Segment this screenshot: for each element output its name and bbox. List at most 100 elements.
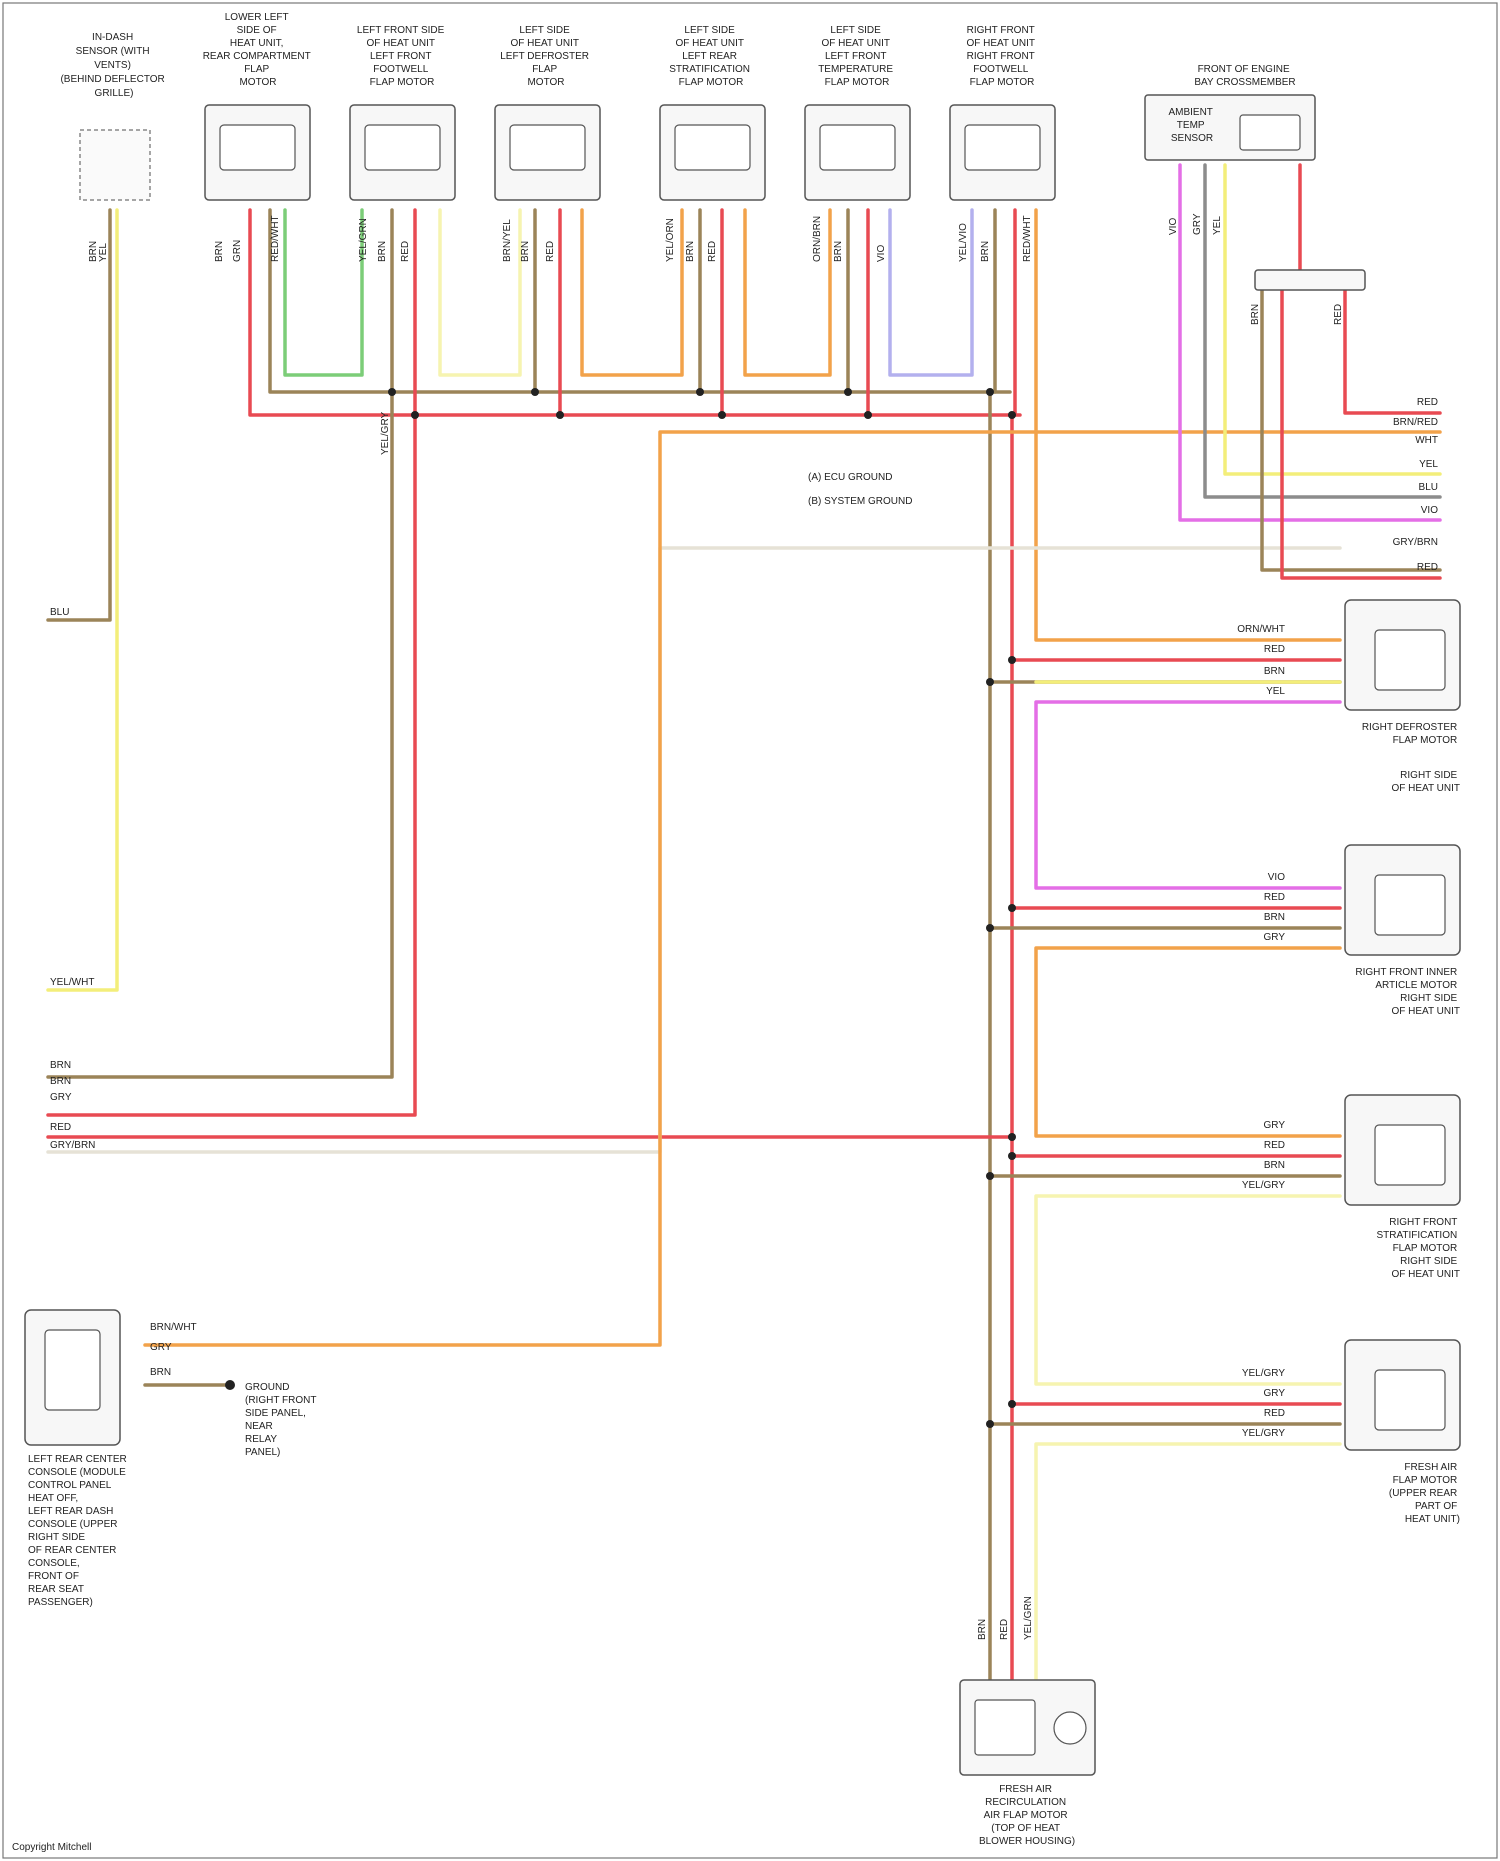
- motor2-wire-label-2: BRN: [1264, 1160, 1285, 1171]
- right-rail-label-5: VIO: [1421, 505, 1438, 516]
- control-module-core: [45, 1330, 100, 1410]
- splice-dot: [1008, 656, 1016, 664]
- vlabel-bot-1: RED: [999, 1619, 1010, 1640]
- actuator-label: LEFT FRONT SIDE OF HEAT UNIT LEFT FRONT …: [357, 25, 447, 88]
- motor-core: [1375, 630, 1445, 690]
- right-motor-2: RIGHT FRONT STRATIFICATION FLAP MOTOR RI…: [1345, 1095, 1460, 1280]
- sensor-label: IN-DASH SENSOR (WITH VENTS) (BEHIND DEFL…: [60, 32, 167, 99]
- motor1-wire-label-2: BRN: [1264, 912, 1285, 923]
- motor-core: [1375, 1370, 1445, 1430]
- actuator-label: LEFT SIDE OF HEAT UNIT LEFT REAR STRATIF…: [669, 25, 753, 88]
- vlabel-a6-1: BRN: [980, 241, 991, 262]
- vlabel-a1-2: RED/WHT: [270, 215, 281, 262]
- splice-dot: [1008, 1133, 1016, 1141]
- actuator-core: [365, 125, 440, 170]
- right-motors: RIGHT DEFROSTER FLAP MOTOR RIGHT SIDE OF…: [1345, 600, 1460, 1525]
- splice-dot: [986, 924, 994, 932]
- wire-actuator-brown-bus: [270, 210, 1010, 392]
- vlabel-a4-2: RED: [707, 241, 718, 262]
- splice-dot: [696, 388, 704, 396]
- motor0-wire-label-0: ORN/WHT: [1237, 624, 1285, 635]
- motor-label: FRESH AIR FLAP MOTOR (UPPER REAR PART OF…: [1389, 1462, 1460, 1525]
- actuator-core: [220, 125, 295, 170]
- motor0-wire-label-3: YEL: [1266, 686, 1285, 697]
- actuator-motors: LOWER LEFT SIDE OF HEAT UNIT, REAR COMPA…: [203, 12, 1055, 200]
- module-motor-circle: [1054, 1712, 1086, 1744]
- wire-red-top-2: [1282, 290, 1440, 578]
- wire-m2-violet: [1036, 702, 1340, 888]
- module-wire-label-2: BRN: [150, 1367, 171, 1378]
- vlabel-rt2-1: RED: [1333, 304, 1344, 325]
- wire-sensor-yellow: [48, 210, 117, 990]
- motor1-wire-label-3: GRY: [1264, 932, 1286, 943]
- vlabel-a2-0: YEL/GRN: [358, 218, 369, 262]
- splice-dot: [1008, 1400, 1016, 1408]
- vlabel-a3-1: BRN: [520, 241, 531, 262]
- actuator-label: LEFT SIDE OF HEAT UNIT LEFT FRONT TEMPER…: [818, 25, 896, 88]
- right-rail-label-3: YEL: [1419, 459, 1438, 470]
- vlabel-a5-0: ORN/BRN: [812, 216, 823, 262]
- splice-dot: [411, 411, 419, 419]
- wire-green: [285, 210, 362, 375]
- actuator-label: RIGHT FRONT OF HEAT UNIT RIGHT FRONT FOO…: [966, 25, 1037, 88]
- vlabel-mid-0: YEL/GRY: [380, 412, 391, 455]
- connector-block: [1255, 270, 1365, 290]
- ground-note: GROUND (RIGHT FRONT SIDE PANEL, NEAR REL…: [245, 1382, 319, 1458]
- right-rail-label-7: RED: [1417, 562, 1438, 573]
- motor2-wire-label-0: GRY: [1264, 1120, 1286, 1131]
- left-rail-label-1: YEL/WHT: [50, 977, 94, 988]
- module-label: FRESH AIR RECIRCULATION AIR FLAP MOTOR (…: [979, 1784, 1075, 1847]
- junctions: [225, 388, 1016, 1428]
- right-motor-1: RIGHT FRONT INNER ARTICLE MOTOR RIGHT SI…: [1345, 845, 1460, 1017]
- vlabel-a1-0: BRN: [214, 241, 225, 262]
- vlabel-a2-2: RED: [400, 241, 411, 262]
- splice-dot: [556, 411, 564, 419]
- splice-dot: [864, 411, 872, 419]
- motor3-wire-label-3: YEL/GRY: [1242, 1428, 1285, 1439]
- wire-gray-top: [1205, 165, 1440, 497]
- motor-core: [1375, 1125, 1445, 1185]
- ambient-location-label: FRONT OF ENGINE BAY CROSSMEMBER: [1194, 64, 1295, 88]
- motor2-wire-label-1: RED: [1264, 1140, 1285, 1151]
- motor-label: RIGHT FRONT INNER ARTICLE MOTOR RIGHT SI…: [1355, 967, 1460, 1017]
- sensor-box: [80, 130, 150, 200]
- left-rail-label-4: BLU: [50, 607, 69, 618]
- actuator-motor-5: RIGHT FRONT OF HEAT UNIT RIGHT FRONT FOO…: [950, 25, 1055, 200]
- module-wire-label-0: BRN/WHT: [150, 1322, 197, 1333]
- vlabel-a6-2: RED/WHT: [1022, 215, 1033, 262]
- splice-dot: [1008, 411, 1016, 419]
- motor1-wire-label-1: RED: [1264, 892, 1285, 903]
- control-module-label: LEFT REAR CENTER CONSOLE (MODULE CONTROL…: [28, 1454, 130, 1608]
- left-rail-label-6: GRY/BRN: [50, 1140, 95, 1151]
- left-rail-label-3: GRY: [50, 1092, 72, 1103]
- vlabel-bot-0: BRN: [977, 1619, 988, 1640]
- blend-door-sensor: IN-DASH SENSOR (WITH VENTS) (BEHIND DEFL…: [60, 32, 167, 200]
- splice-dot: [718, 411, 726, 419]
- vlabel-rt-2: YEL: [1212, 216, 1223, 235]
- wire-red-down: [48, 210, 415, 1115]
- motor1-wire-label-0: VIO: [1268, 872, 1285, 883]
- vlabel-a5-1: BRN: [833, 241, 844, 262]
- splice-dot: [844, 388, 852, 396]
- ambient-sensor: FRONT OF ENGINE BAY CROSSMEMBER AMBIENT …: [1145, 64, 1365, 290]
- splice-dot: [1008, 904, 1016, 912]
- actuator-core: [820, 125, 895, 170]
- right-rail-label-0: RED: [1417, 397, 1438, 408]
- wire-sensor-brown: [48, 210, 110, 620]
- vlabel-a3-2: RED: [545, 241, 556, 262]
- vlabel-a4-1: BRN: [685, 241, 696, 262]
- vlabel-a6-0: YEL/VIO: [958, 223, 969, 262]
- actuator-label: LOWER LEFT SIDE OF HEAT UNIT, REAR COMPA…: [203, 12, 314, 88]
- wire-labels: BRN YEL/WHT BRN GRY BLU RED GRY/BRN RED …: [50, 397, 1438, 1439]
- vlabel-a5-2: VIO: [876, 245, 887, 262]
- motor3-wire-label-0: YEL/GRY: [1242, 1368, 1285, 1379]
- actuator-label: LEFT SIDE OF HEAT UNIT LEFT DEFROSTER FL…: [500, 25, 592, 88]
- right-motor-0: RIGHT DEFROSTER FLAP MOTOR RIGHT SIDE OF…: [1345, 600, 1460, 794]
- splice-dot: [986, 388, 994, 396]
- copyright-footer: Copyright Mitchell: [12, 1842, 91, 1853]
- ground-dot: [225, 1380, 235, 1390]
- vlabel-a4-0: YEL/ORN: [665, 218, 676, 262]
- left-rail-label-0: BRN: [50, 1060, 71, 1071]
- motor0-wire-label-1: RED: [1264, 644, 1285, 655]
